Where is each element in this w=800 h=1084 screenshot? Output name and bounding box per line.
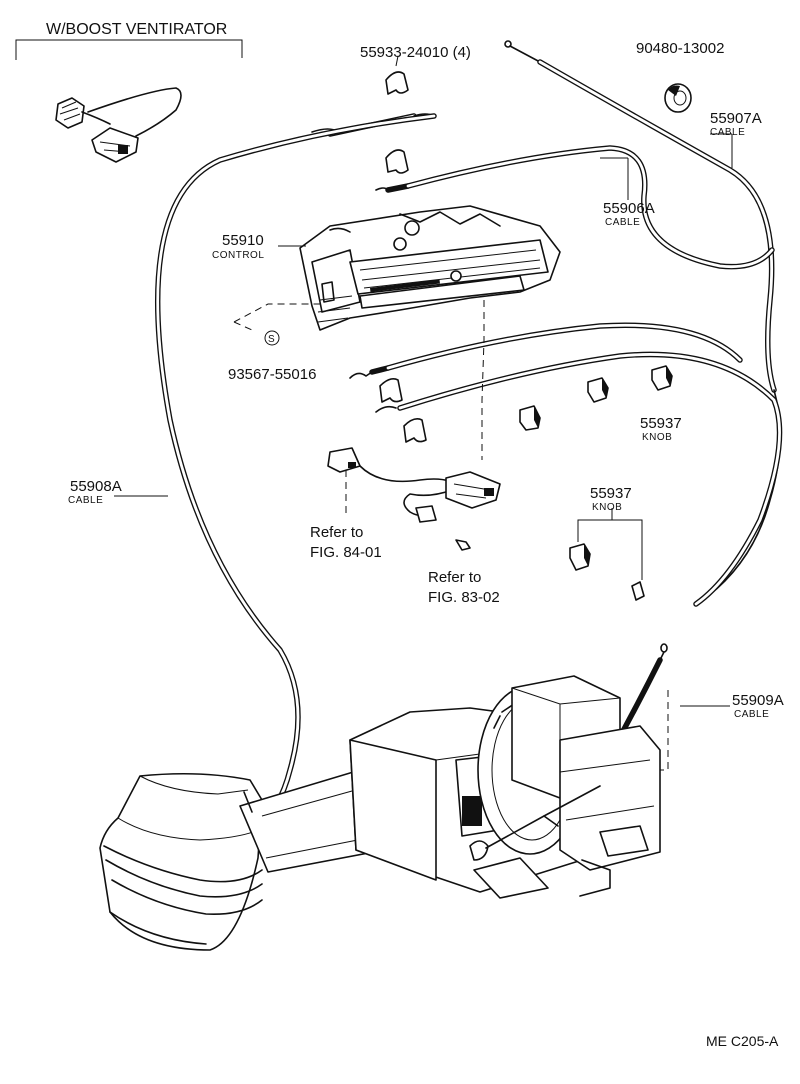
- part-name-cable-55906a: CABLE: [605, 217, 640, 228]
- clamp-icon: [385, 71, 409, 95]
- part-name-knob-lower: KNOB: [592, 502, 622, 513]
- part-name-cable-55908a: CABLE: [68, 495, 103, 506]
- leader-lines: [114, 133, 733, 707]
- refer-fig-83-line2: FIG. 83-02: [428, 589, 500, 606]
- part-number-cable-55909a: 55909A: [732, 692, 784, 709]
- part-number-screw: 93567-55016: [228, 366, 316, 383]
- boost-ventilator-bracket: W/BOOST VENTIRATOR: [15, 21, 243, 60]
- part-number-knob-upper: 55937: [640, 415, 682, 432]
- boost-switch-assembly: [55, 87, 182, 163]
- part-number-control: 55910: [222, 232, 264, 249]
- clamp-icon: [385, 149, 409, 174]
- part-number-cable-55906a: 55906A: [603, 200, 655, 217]
- knob-icon: [519, 405, 541, 431]
- grommet-icon: [664, 83, 692, 113]
- refer-fig-84-line2: FIG. 84-01: [310, 544, 382, 561]
- clip-icon: [631, 581, 645, 601]
- part-number-grommet: 90480-13002: [636, 40, 724, 57]
- part-name-cable-55909a: CABLE: [734, 709, 769, 720]
- clamp-icon: [403, 418, 427, 443]
- wiring-harness: [327, 447, 501, 523]
- part-name-control: CONTROL: [212, 250, 264, 261]
- part-number-clamp: 55933-24010 (4): [360, 44, 471, 61]
- section-title: W/BOOST VENTIRATOR: [46, 21, 227, 38]
- part-name-knob-upper: KNOB: [642, 432, 672, 443]
- heater-unit: [99, 675, 661, 951]
- part-number-cable-55907a: 55907A: [710, 110, 762, 127]
- knob-icon: [651, 365, 673, 391]
- svg-text:S: S: [268, 334, 275, 345]
- refer-fig-84-line1: Refer to: [310, 524, 363, 541]
- part-number-cable-55908a: 55908A: [70, 478, 122, 495]
- refer-fig-83-line1: Refer to: [428, 569, 481, 586]
- knob-icon: [587, 377, 609, 403]
- part-name-cable-55907a: CABLE: [710, 127, 745, 138]
- knob-icon: [569, 543, 591, 571]
- part-number-knob-lower: 55937: [590, 485, 632, 502]
- fitting-icon: [455, 539, 471, 551]
- clamp-icon: [379, 378, 403, 403]
- control-assembly: [299, 205, 561, 331]
- figure-code: ME C205-A: [706, 1033, 779, 1049]
- clamp-group: [379, 55, 427, 443]
- screw-icon: S: [264, 330, 280, 346]
- lower-cable-1: [385, 322, 743, 371]
- cable-55906a: [405, 145, 775, 270]
- cable-55909a: [397, 351, 783, 837]
